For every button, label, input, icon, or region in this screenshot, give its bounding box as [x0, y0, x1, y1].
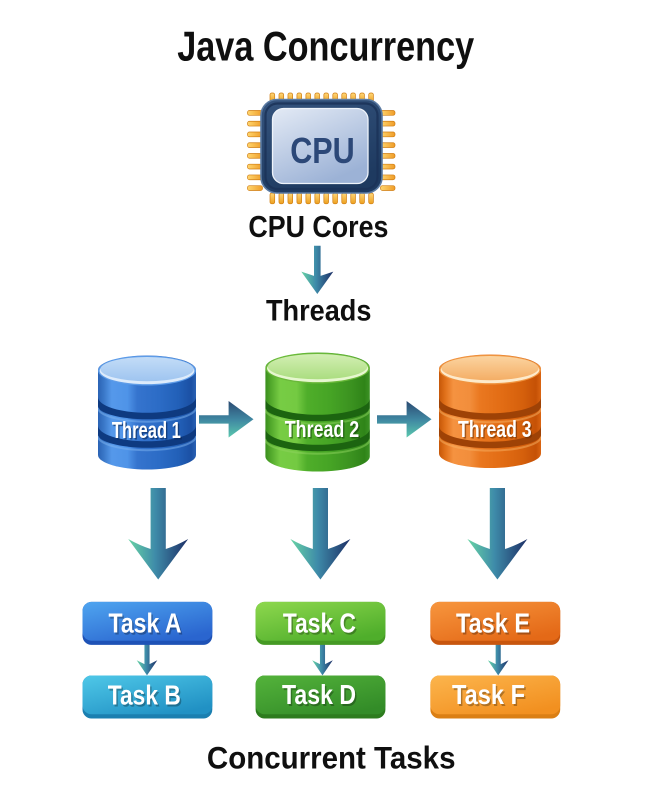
svg-text:Task F: Task F — [452, 679, 525, 710]
svg-text:Task B: Task B — [109, 682, 182, 713]
svg-text:Task C: Task C — [283, 608, 356, 639]
svg-text:CPU: CPU — [290, 130, 355, 171]
svg-text:Thread 3: Thread 3 — [458, 416, 532, 442]
svg-text:Task B: Task B — [108, 680, 181, 711]
svg-text:Task A: Task A — [110, 610, 183, 641]
svg-text:Thread 2: Thread 2 — [286, 418, 361, 444]
svg-text:Concurrent Tasks: Concurrent Tasks — [207, 740, 456, 776]
svg-text:Thread 3: Thread 3 — [459, 418, 533, 444]
svg-text:Thread 2: Thread 2 — [285, 416, 360, 442]
svg-text:CPU Cores: CPU Cores — [248, 210, 388, 244]
svg-text:Task E: Task E — [456, 608, 530, 639]
svg-text:Thread 1: Thread 1 — [112, 417, 181, 443]
svg-text:Task A: Task A — [109, 608, 182, 639]
svg-text:Java Concurrency: Java Concurrency — [177, 23, 475, 70]
svg-text:Thread 1: Thread 1 — [113, 419, 182, 445]
svg-text:Task D: Task D — [284, 681, 358, 712]
svg-text:Task E: Task E — [458, 610, 532, 641]
svg-text:Task F: Task F — [454, 681, 527, 712]
svg-text:Task D: Task D — [282, 679, 356, 710]
svg-text:Threads: Threads — [266, 295, 372, 328]
svg-text:Task C: Task C — [284, 610, 357, 641]
